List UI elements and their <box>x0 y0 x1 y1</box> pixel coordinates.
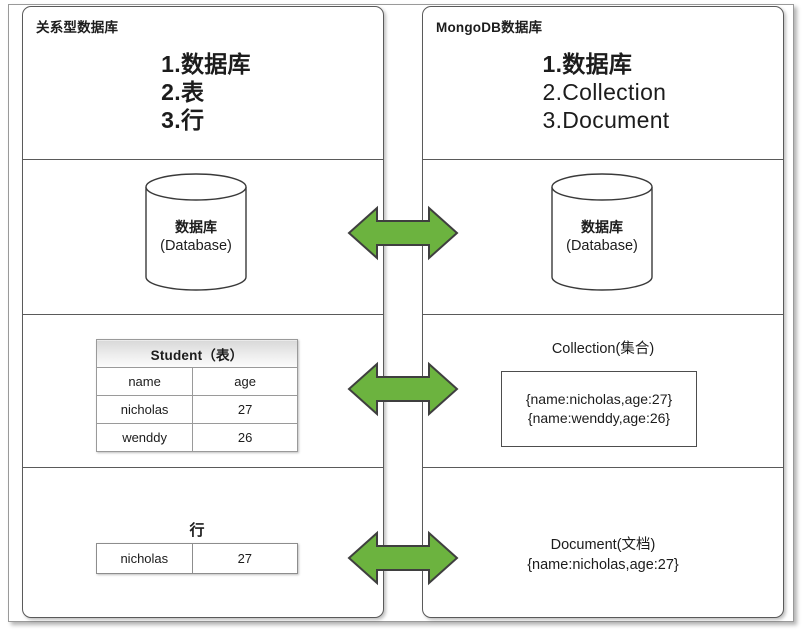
right-concept-item-2: 2.Collection <box>542 79 667 106</box>
double-arrow-icon <box>347 361 459 417</box>
row-cell-name: nicholas <box>96 543 193 574</box>
right-database-cylinder: 数据库 (Database) <box>549 173 655 291</box>
right-concept-item-3: 3.Document <box>542 107 670 134</box>
right-section-divider-3 <box>423 467 783 468</box>
column-header-age: age <box>192 367 298 396</box>
left-concept-item-3: 3.行 <box>161 107 205 134</box>
table-row: nicholas 27 <box>95 395 298 424</box>
cell-age-2: 26 <box>192 423 298 452</box>
left-section-divider-3 <box>23 467 383 468</box>
relational-database-panel: 关系型数据库 1.数据库 2.表 3.行 数据库 (Database) Stud… <box>22 6 384 618</box>
document-value: {name:nicholas,age:27} <box>527 557 679 574</box>
left-database-cylinder: 数据库 (Database) <box>143 173 249 291</box>
table-collection-mapping-arrow <box>347 358 459 420</box>
double-arrow-icon <box>347 530 459 586</box>
cell-name-1: nicholas <box>95 395 194 424</box>
document-label: Document(文档) <box>550 537 656 553</box>
left-concept-list: 1.数据库 2.表 3.行 <box>23 50 383 134</box>
collection-label: Collection(集合) <box>551 341 655 357</box>
column-header-name: name <box>95 367 194 396</box>
right-concept-item-1: 1.数据库 <box>542 51 633 77</box>
cylinder-icon <box>551 173 653 291</box>
collection-document-1: {name:nicholas,age:27} <box>525 391 673 408</box>
table-row: wenddy 26 <box>95 423 298 452</box>
document-block: Document(文档) {name:nicholas,age:27} <box>423 535 783 576</box>
row-table: nicholas 27 <box>96 543 299 574</box>
table-header-row: name age <box>95 367 298 396</box>
left-section-divider-2 <box>23 314 383 315</box>
cell-name-2: wenddy <box>95 423 194 452</box>
right-concept-list: 1.数据库 2.Collection 3.Document <box>423 50 783 134</box>
left-panel-title: 关系型数据库 <box>36 20 119 35</box>
row-document-mapping-arrow <box>347 527 459 589</box>
left-concept-item-1: 1.数据库 <box>161 51 251 77</box>
row-cell-age: 27 <box>191 543 299 574</box>
cylinder-icon <box>145 173 247 291</box>
collection-box: {name:nicholas,age:27} {name:wenddy,age:… <box>501 371 697 447</box>
collection-document-2: {name:wenddy,age:26} <box>527 410 671 426</box>
row-label: 行 <box>189 522 205 539</box>
database-mapping-arrow <box>347 202 459 264</box>
left-section-divider-1 <box>23 159 383 160</box>
double-arrow-icon <box>347 205 459 261</box>
cell-age-1: 27 <box>192 395 298 424</box>
student-table: Student（表） name age nicholas 27 wenddy 2… <box>95 339 298 452</box>
student-table-caption: Student（表） <box>96 339 298 368</box>
left-concept-item-2: 2.表 <box>161 79 205 106</box>
right-panel-title: MongoDB数据库 <box>436 20 543 35</box>
right-section-divider-2 <box>423 314 783 315</box>
right-section-divider-1 <box>423 159 783 160</box>
mongodb-database-panel: MongoDB数据库 1.数据库 2.Collection 3.Document… <box>422 6 784 618</box>
table-caption-row: Student（表） <box>96 339 298 368</box>
table-row: nicholas 27 <box>96 543 299 574</box>
